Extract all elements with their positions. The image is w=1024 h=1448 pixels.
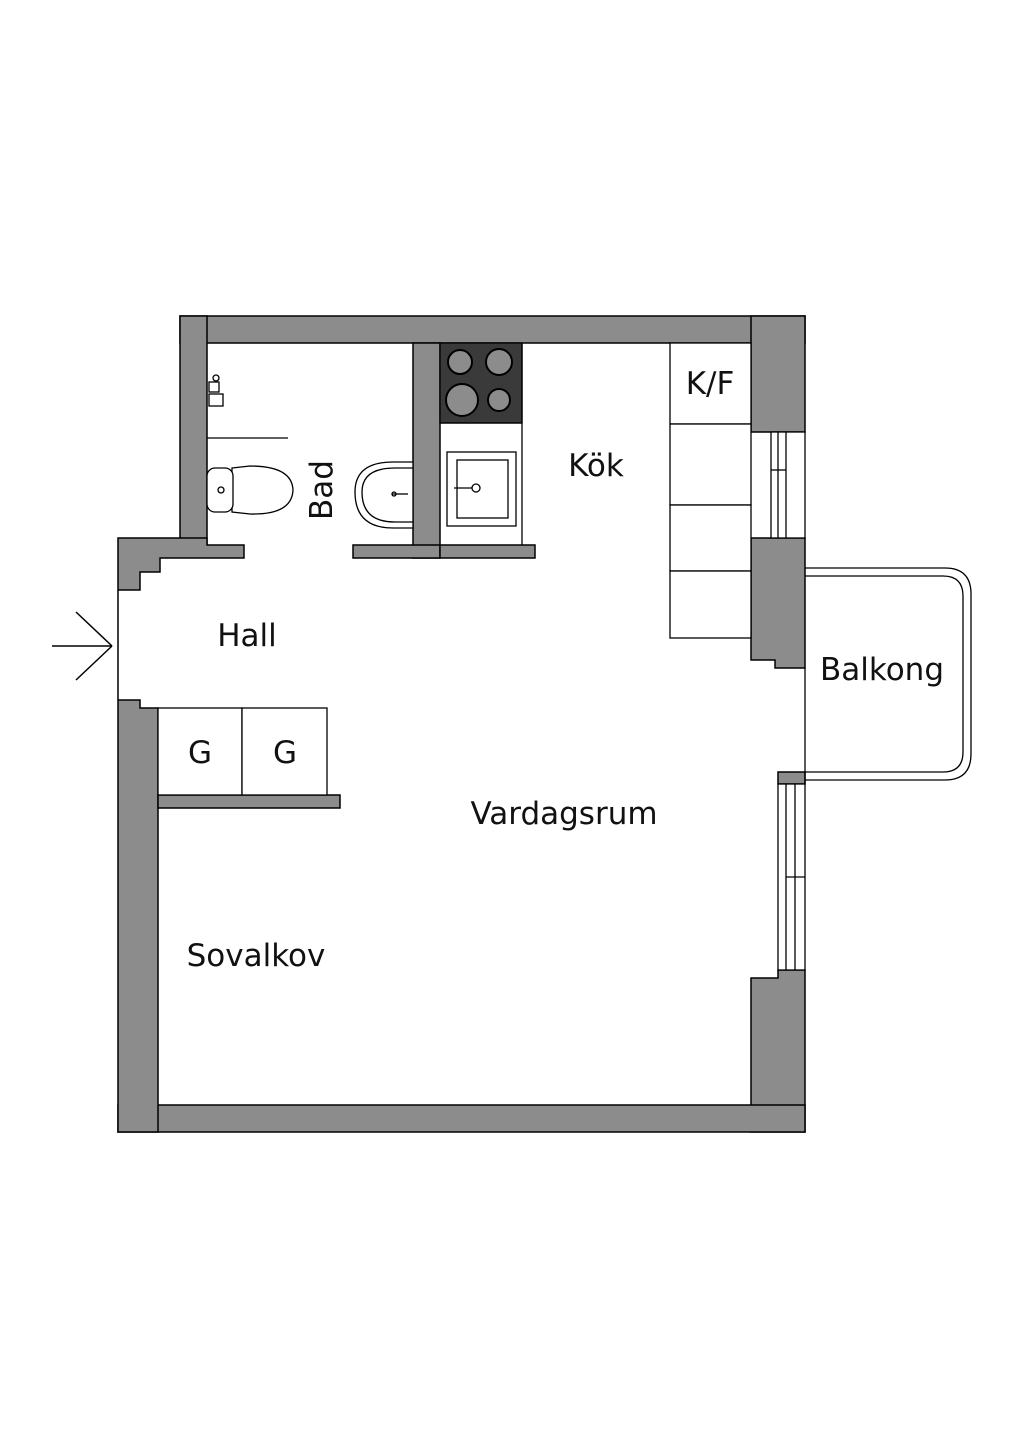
kitchen-sink	[446, 451, 517, 527]
wall-bath-bottom	[352, 544, 441, 559]
wall-hall-upper	[117, 537, 245, 591]
wall-alcove	[157, 794, 341, 809]
wall-right-upper	[750, 315, 806, 433]
room-label-kok: Kök	[568, 448, 624, 484]
window-kitchen	[770, 431, 806, 539]
wardrobe-2	[241, 707, 328, 796]
windows	[770, 431, 806, 971]
room-label-sovalkov: Sovalkov	[187, 938, 326, 974]
kitchen	[439, 342, 523, 545]
wall-kitchen-bottom	[439, 544, 536, 559]
fridge-freezer	[669, 342, 752, 425]
fixture-label-wardrobe-2: G	[273, 735, 297, 771]
wall-top	[179, 315, 806, 344]
wall-left-lower	[117, 699, 159, 1133]
balcony	[804, 567, 972, 784]
walls	[117, 315, 806, 1133]
wardrobe-1	[157, 707, 243, 796]
wall-bath-right	[412, 342, 441, 559]
sink-icon	[354, 461, 414, 529]
kitchen-cabinets	[669, 342, 752, 639]
room-label-bad: Bad	[304, 460, 340, 520]
entrance	[52, 590, 119, 700]
wardrobes	[157, 707, 328, 796]
toilet-icon	[206, 465, 294, 515]
fixture-label-wardrobe-1: G	[188, 735, 212, 771]
room-label-hall: Hall	[217, 618, 277, 654]
wall-right-stub	[777, 771, 806, 785]
bathroom	[206, 374, 414, 529]
balcony-railing-outer	[805, 567, 972, 781]
room-label-balkong: Balkong	[820, 652, 944, 688]
wall-right-pier	[750, 537, 806, 669]
room-label-vardagsrum: Vardagsrum	[470, 796, 657, 832]
wall-bottom	[117, 1104, 806, 1133]
balcony-railing-inner	[805, 575, 964, 773]
shower-icon	[208, 374, 224, 407]
wall-left-bath	[179, 315, 208, 547]
entrance-arrow-icon	[52, 611, 113, 681]
fixture-label-fridge-freezer: K/F	[686, 366, 735, 402]
